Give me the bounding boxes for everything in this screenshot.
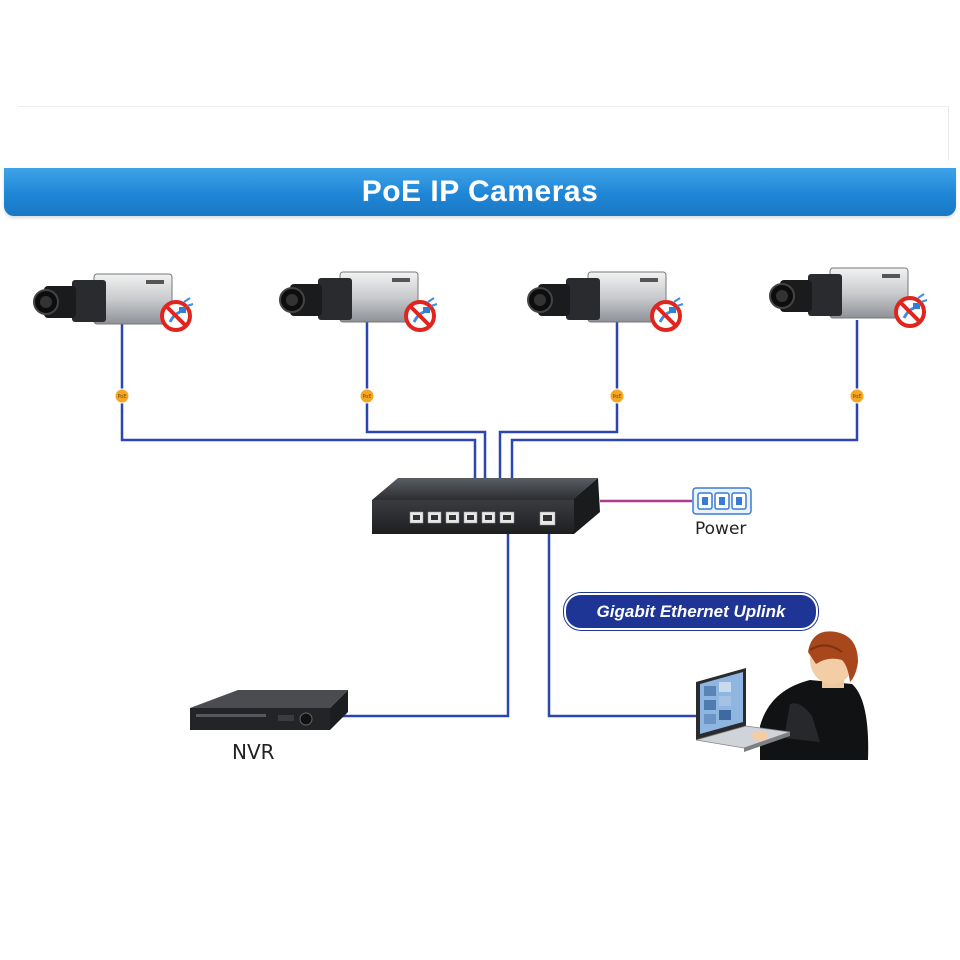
header-bar: PoE IP Cameras bbox=[4, 168, 956, 216]
power-label: Power bbox=[695, 519, 747, 539]
diagram-title: PoE IP Cameras bbox=[361, 175, 599, 208]
camera-4-cable bbox=[510, 320, 859, 478]
camera-2-cable bbox=[365, 318, 487, 478]
camera-1-cable bbox=[120, 322, 477, 478]
camera-1 bbox=[33, 273, 173, 325]
nvr-cable bbox=[342, 534, 510, 718]
poe-badges: PoE PoE PoE PoE bbox=[114, 388, 865, 404]
camera-3-cable bbox=[498, 318, 619, 478]
camera-cables bbox=[120, 318, 859, 478]
poe-switch bbox=[372, 478, 600, 534]
poe-badge-4: PoE bbox=[852, 394, 861, 400]
camera-2 bbox=[279, 271, 419, 323]
poe-badge-3: PoE bbox=[612, 394, 621, 400]
camera-3 bbox=[527, 271, 667, 323]
gigabit-uplink-badge: Gigabit Ethernet Uplink bbox=[564, 593, 818, 630]
top-strip bbox=[18, 106, 949, 161]
poe-badge-2: PoE bbox=[362, 394, 371, 400]
power-adapter-icon bbox=[692, 487, 752, 515]
uplink-cable bbox=[547, 534, 708, 718]
nvr-device bbox=[190, 690, 348, 730]
laptop-user bbox=[695, 631, 869, 760]
camera-4 bbox=[769, 267, 909, 319]
gigabit-uplink-label: Gigabit Ethernet Uplink bbox=[596, 601, 786, 621]
poe-badge-1: PoE bbox=[117, 394, 126, 400]
nvr-label: NVR bbox=[232, 740, 275, 764]
